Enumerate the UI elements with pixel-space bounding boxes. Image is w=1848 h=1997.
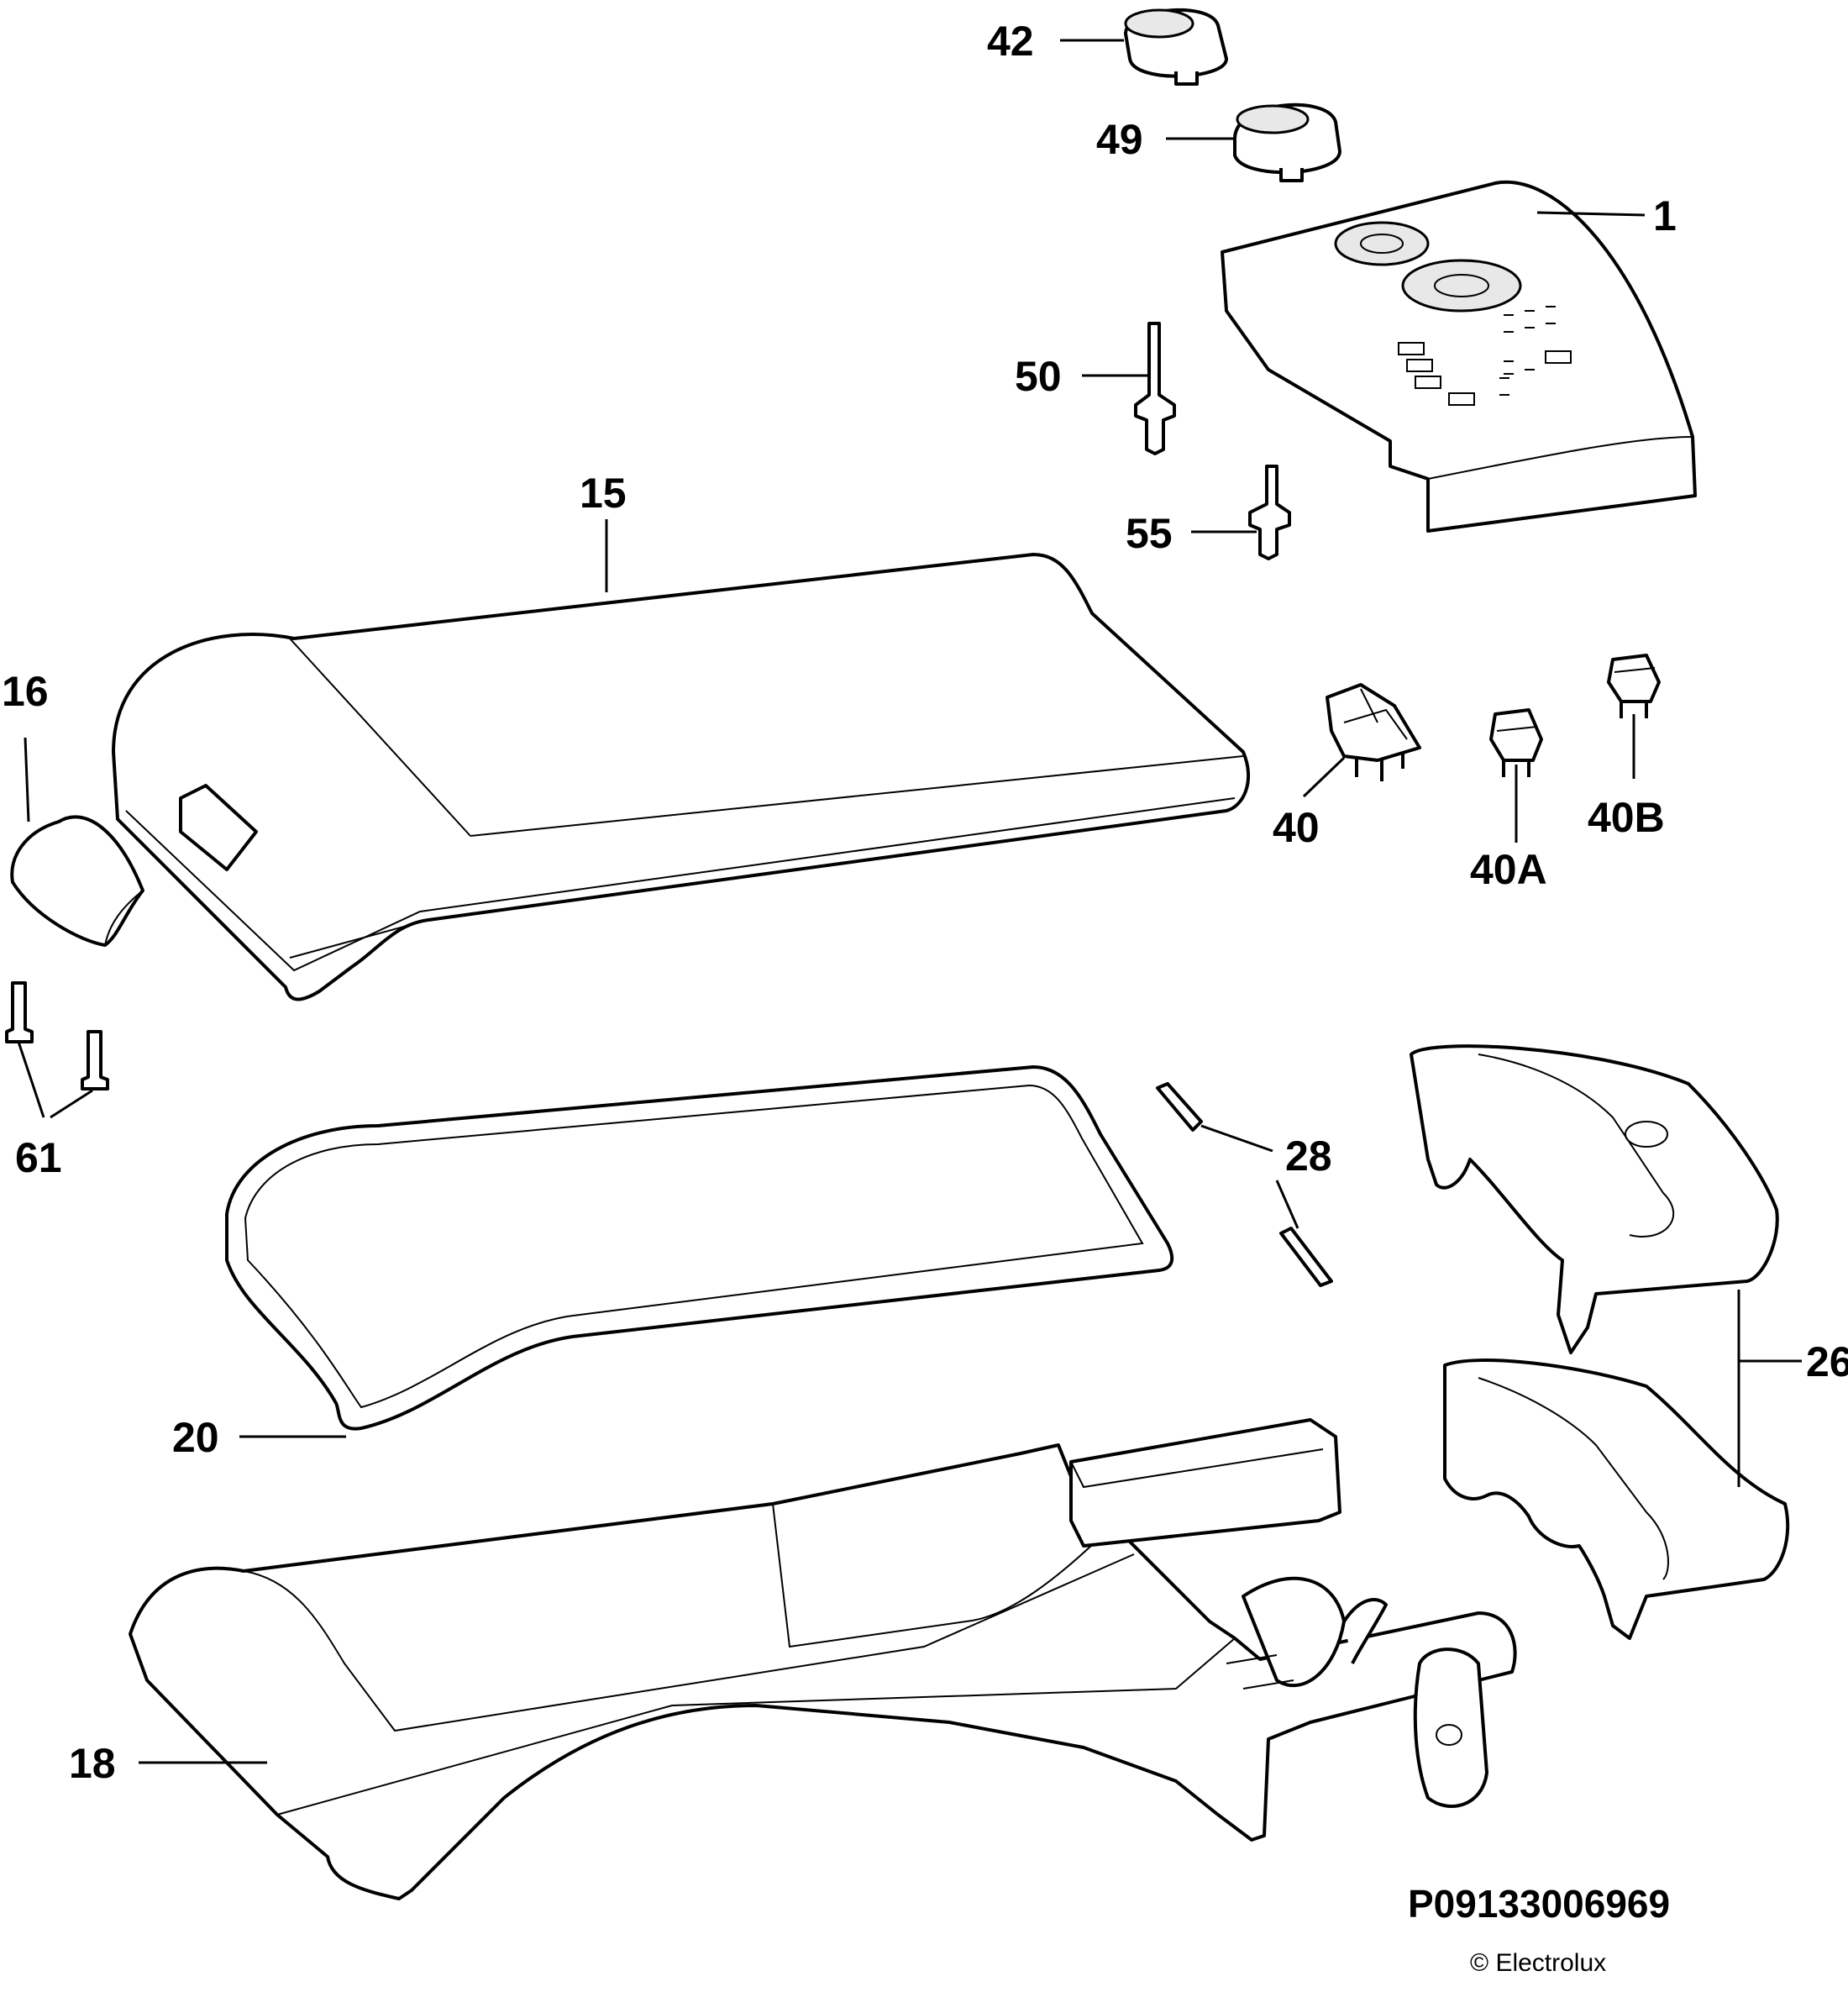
label-26: 26 [1806,1338,1848,1385]
leader-16 [24,737,30,822]
label-55: 55 [1126,510,1173,557]
leader-61a [17,1041,45,1118]
part-26-dispenser[interactable] [1410,1044,1790,1640]
label-16: 16 [2,668,49,715]
label-49: 49 [1096,116,1143,163]
part-49-knob[interactable] [1233,102,1341,182]
part-20-gasket[interactable] [225,1065,1174,1431]
leader-40 [1302,756,1346,798]
copyright-text: © Electrolux [1470,1949,1606,1977]
label-40b: 40B [1588,794,1665,841]
part-55-pin[interactable] [1248,465,1291,560]
label-28: 28 [1285,1133,1332,1180]
leader-61b [50,1089,93,1119]
label-42: 42 [987,18,1034,65]
label-20: 20 [172,1414,219,1461]
part-50-pin[interactable] [1134,322,1176,455]
part-61-screws[interactable] [5,981,109,1090]
label-40: 40 [1273,804,1320,851]
part-1-control-panel[interactable] [1221,180,1697,533]
drawing-code: P09133006969 [1408,1882,1670,1926]
part-15-lid[interactable] [112,553,1251,1001]
leader-28b [1275,1180,1299,1229]
label-15: 15 [580,470,627,517]
label-61: 61 [15,1134,62,1181]
part-16-hinge-cap[interactable] [10,815,144,947]
label-18: 18 [69,1740,116,1787]
part-40a-button[interactable] [1489,708,1543,777]
part-40b-button[interactable] [1607,654,1661,718]
leader-28a [1200,1124,1273,1153]
part-42-knob[interactable] [1124,8,1228,86]
leader-1 [1536,211,1646,217]
part-40-button-block[interactable] [1326,683,1421,781]
label-1: 1 [1653,192,1677,239]
part-18-lid-frame[interactable] [129,1418,1517,1900]
label-50: 50 [1015,353,1062,400]
part-28-hinge-pins[interactable] [1156,1082,1333,1287]
label-40a: 40A [1470,846,1547,893]
